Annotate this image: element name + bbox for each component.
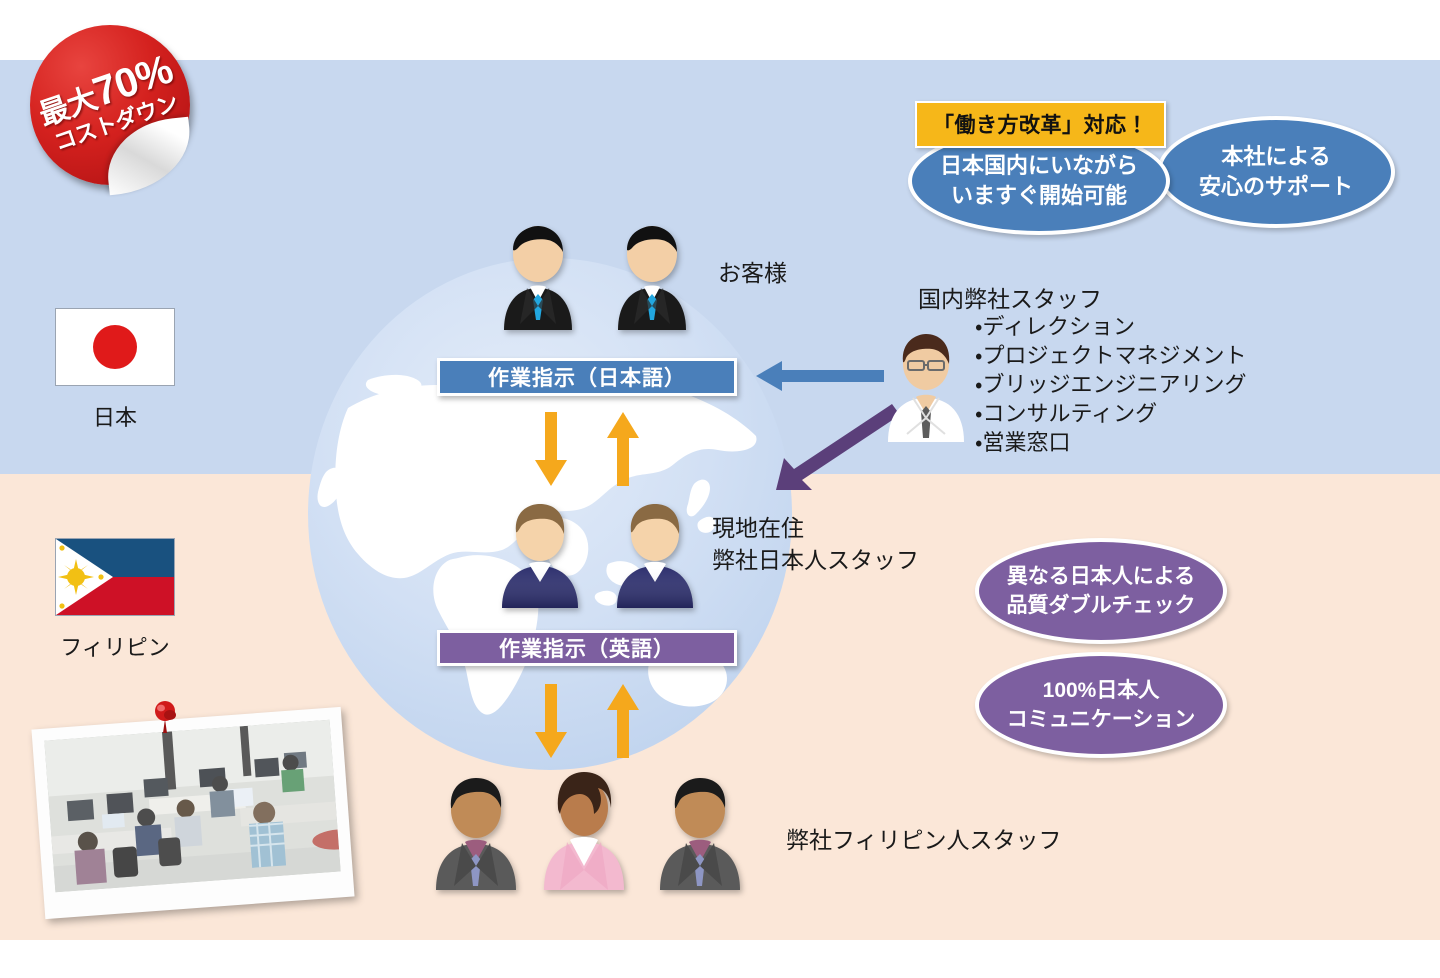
staff-list-item: ・プロジェクトマネジメント bbox=[975, 343, 1247, 368]
work-style-reform-tag: 「働き方改革」対応！ bbox=[915, 101, 1166, 148]
hq-support-ellipse: 本社による 安心のサポート bbox=[1157, 116, 1395, 228]
japanese-staff-avatar-icon bbox=[610, 498, 700, 608]
domestic-start-ellipse: 日本国内にいながら いますぐ開始可能 bbox=[908, 127, 1170, 235]
work-instruction-japanese-bar: 作業指示（日本語） bbox=[437, 358, 737, 396]
arrow-down-japanese bbox=[534, 412, 568, 493]
red-pushpin-icon bbox=[150, 700, 180, 734]
filipino-staff-avatar-icon bbox=[536, 762, 632, 890]
philippines-flag-caption: フィリピン bbox=[60, 635, 170, 660]
domestic-staff-title: 国内弊社スタッフ bbox=[918, 286, 1102, 312]
office-photo-image bbox=[44, 719, 341, 893]
philippines-flag-block: フィリピン bbox=[55, 538, 175, 662]
japanese-staff-avatar-icon bbox=[495, 498, 585, 608]
arrow-down-english bbox=[534, 684, 568, 765]
filipino-staff-avatar-icon bbox=[652, 770, 748, 890]
filipino-staff-label: 弊社フィリピン人スタッフ bbox=[786, 827, 1062, 853]
local-japanese-staff-label: 現地在住 弊社日本人スタッフ bbox=[712, 515, 919, 573]
japan-flag-block: 日本 bbox=[55, 308, 175, 432]
double-check-ellipse: 異なる日本人による 品質ダブルチェック bbox=[975, 538, 1227, 644]
staff-list-item: ・営業窓口 bbox=[975, 430, 1071, 455]
philippines-flag-icon bbox=[55, 538, 175, 616]
businessman-avatar-icon bbox=[604, 224, 700, 330]
customer-label: お客様 bbox=[718, 260, 787, 286]
japan-flag-sun bbox=[93, 325, 137, 369]
japan-flag-caption: 日本 bbox=[92, 405, 137, 430]
arrow-up-japanese bbox=[606, 412, 640, 493]
office-photo-frame bbox=[31, 706, 355, 920]
cost-down-sticker-badge: 最大70% コストダウン bbox=[30, 25, 196, 196]
work-instruction-english-bar: 作業指示（英語） bbox=[437, 630, 737, 666]
japan-flag-icon bbox=[55, 308, 175, 386]
businessman-avatar-icon bbox=[490, 224, 586, 330]
male-office-worker-icon bbox=[880, 330, 972, 447]
staff-list-item: ・コンサルティング bbox=[975, 401, 1158, 426]
domestic-staff-service-list: ・ディレクション ・プロジェクトマネジメント ・ブリッジエンジニアリング ・コン… bbox=[975, 312, 1246, 457]
staff-list-item: ・ディレクション bbox=[975, 314, 1135, 339]
arrow-up-english bbox=[606, 684, 640, 765]
arrow-dispatch-to-local-staff bbox=[772, 404, 904, 499]
arrow-direction-to-instruction bbox=[756, 358, 884, 399]
staff-list-item: ・ブリッジエンジニアリング bbox=[975, 372, 1247, 397]
filipino-staff-avatar-icon bbox=[428, 770, 524, 890]
japanese-communication-ellipse: 100%日本人 コミュニケーション bbox=[975, 652, 1227, 758]
